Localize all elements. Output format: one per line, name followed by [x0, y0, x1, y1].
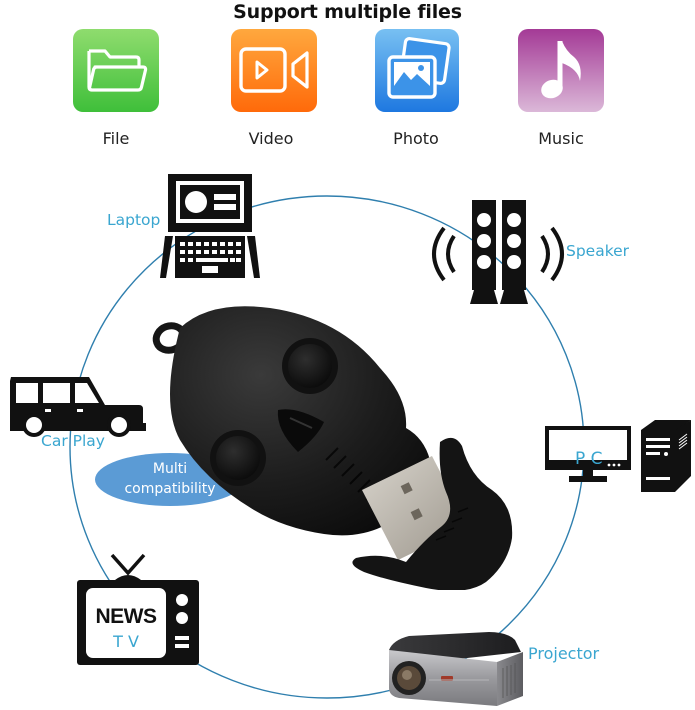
- music-label: Music: [538, 129, 584, 148]
- music-tile: [518, 29, 604, 112]
- badge-line-2: compatibility: [124, 481, 216, 497]
- video-tile: [231, 29, 317, 112]
- photo-label: Photo: [393, 129, 439, 148]
- speaker-icon: [432, 200, 564, 304]
- badge-line-1: Multi: [152, 461, 188, 477]
- projector-icon: [389, 632, 523, 706]
- pc-label: P C: [575, 449, 603, 469]
- photo-tile: [375, 29, 459, 112]
- tv-news-text: NEWS: [95, 605, 158, 628]
- skull-usb-drive-image: [152, 306, 513, 590]
- tv-icon: NEWS T V: [77, 553, 199, 665]
- video-label: Video: [248, 129, 294, 148]
- music-note-icon: [541, 41, 581, 99]
- car-play-label: Car Play: [41, 432, 105, 450]
- projector-label: Projector: [528, 644, 600, 663]
- laptop-icon: [160, 174, 260, 278]
- speaker-label: Speaker: [566, 242, 630, 260]
- file-label: File: [102, 129, 130, 148]
- car-icon: [10, 377, 146, 437]
- desktop-pc-icon: [545, 420, 691, 492]
- tv-label: T V: [113, 632, 139, 651]
- laptop-label: Laptop: [107, 211, 161, 229]
- video-camera-icon: [239, 47, 309, 93]
- photo-gallery-icon: [387, 37, 451, 99]
- file-tile: [73, 29, 159, 112]
- page-title: Support multiple files: [233, 1, 462, 23]
- folder-icon: [87, 49, 148, 92]
